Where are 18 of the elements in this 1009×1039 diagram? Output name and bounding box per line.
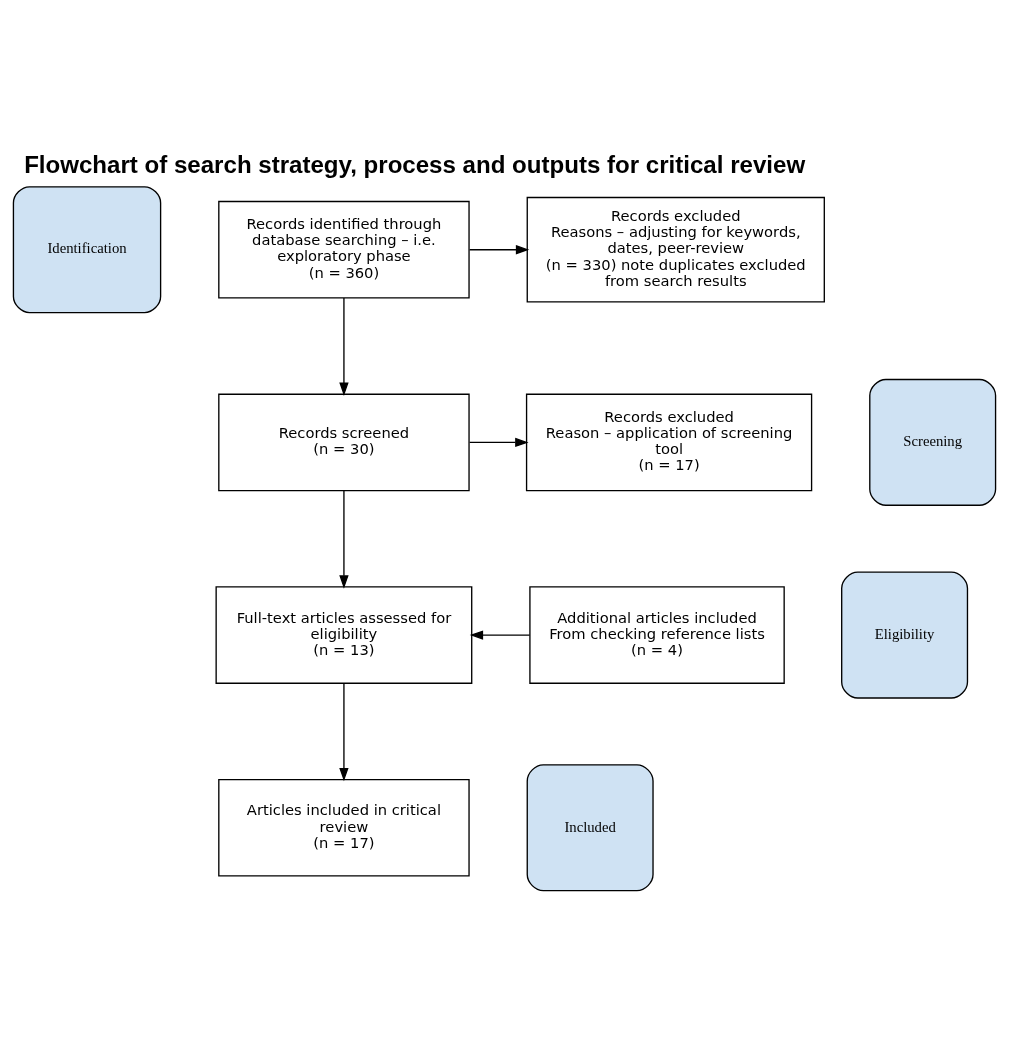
node-box: Screening (869, 378, 997, 506)
node-box: Full-text articles assessed for eligibility (n = 13) (215, 585, 473, 684)
node-box: Records identified through database searching – i.e. exploratory phase (n = 360) (218, 200, 470, 299)
node-box: Included (526, 763, 654, 891)
arrow (339, 682, 349, 781)
node-box: Records excluded Reason – application of screening tool (n = 17) (525, 393, 813, 491)
arrow (339, 296, 349, 396)
node-box: Records screened (n = 30) (218, 393, 470, 491)
diagram-title: Flowchart of search strategy, process and outputs for critical review (24, 150, 806, 178)
node-box: Articles included in critical review (n = 17) (218, 778, 470, 877)
arrow (469, 437, 529, 447)
arrow (469, 629, 531, 640)
node-box: Additional articles included From checking reference lists (n = 4) (529, 585, 785, 684)
arrow (339, 489, 349, 589)
node-box: Identification (12, 185, 162, 313)
node-box: Eligibility (841, 571, 969, 699)
arrow (469, 244, 530, 254)
node-box: Records excluded Reasons – adjusting for keywords, dates, peer-review (n = 330) note duplicates excluded from search results (526, 196, 825, 303)
